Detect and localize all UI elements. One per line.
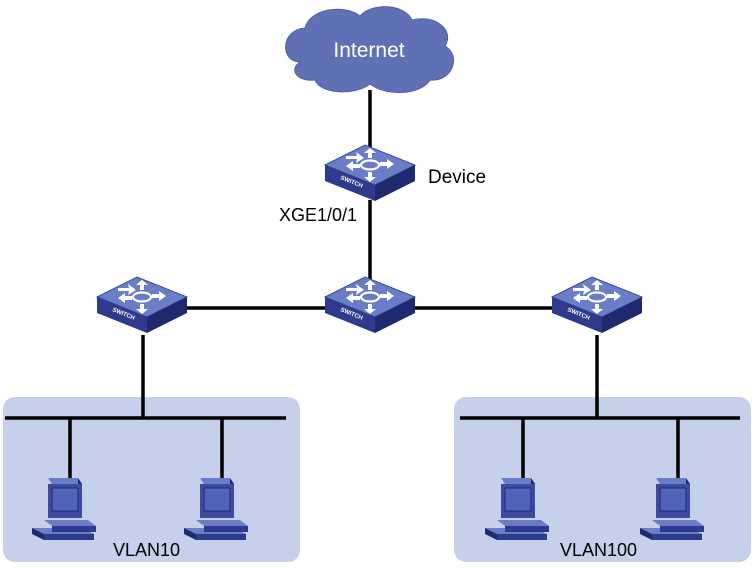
internet-label: Internet (333, 39, 404, 62)
cloud-icon: Internet (285, 6, 455, 94)
vlan100-label: VLAN100 (560, 540, 637, 560)
right-switch-icon: SWITCH (550, 275, 644, 335)
device-label: Device (428, 167, 486, 188)
network-links (5, 90, 740, 478)
left-switch-icon: SWITCH (95, 275, 189, 335)
vlan10-label: VLAN10 (113, 540, 180, 560)
device-switch-icon: SWITCH (323, 143, 417, 203)
port-label: XGE1/0/1 (279, 205, 357, 225)
core-switch-icon: SWITCH (323, 275, 417, 335)
